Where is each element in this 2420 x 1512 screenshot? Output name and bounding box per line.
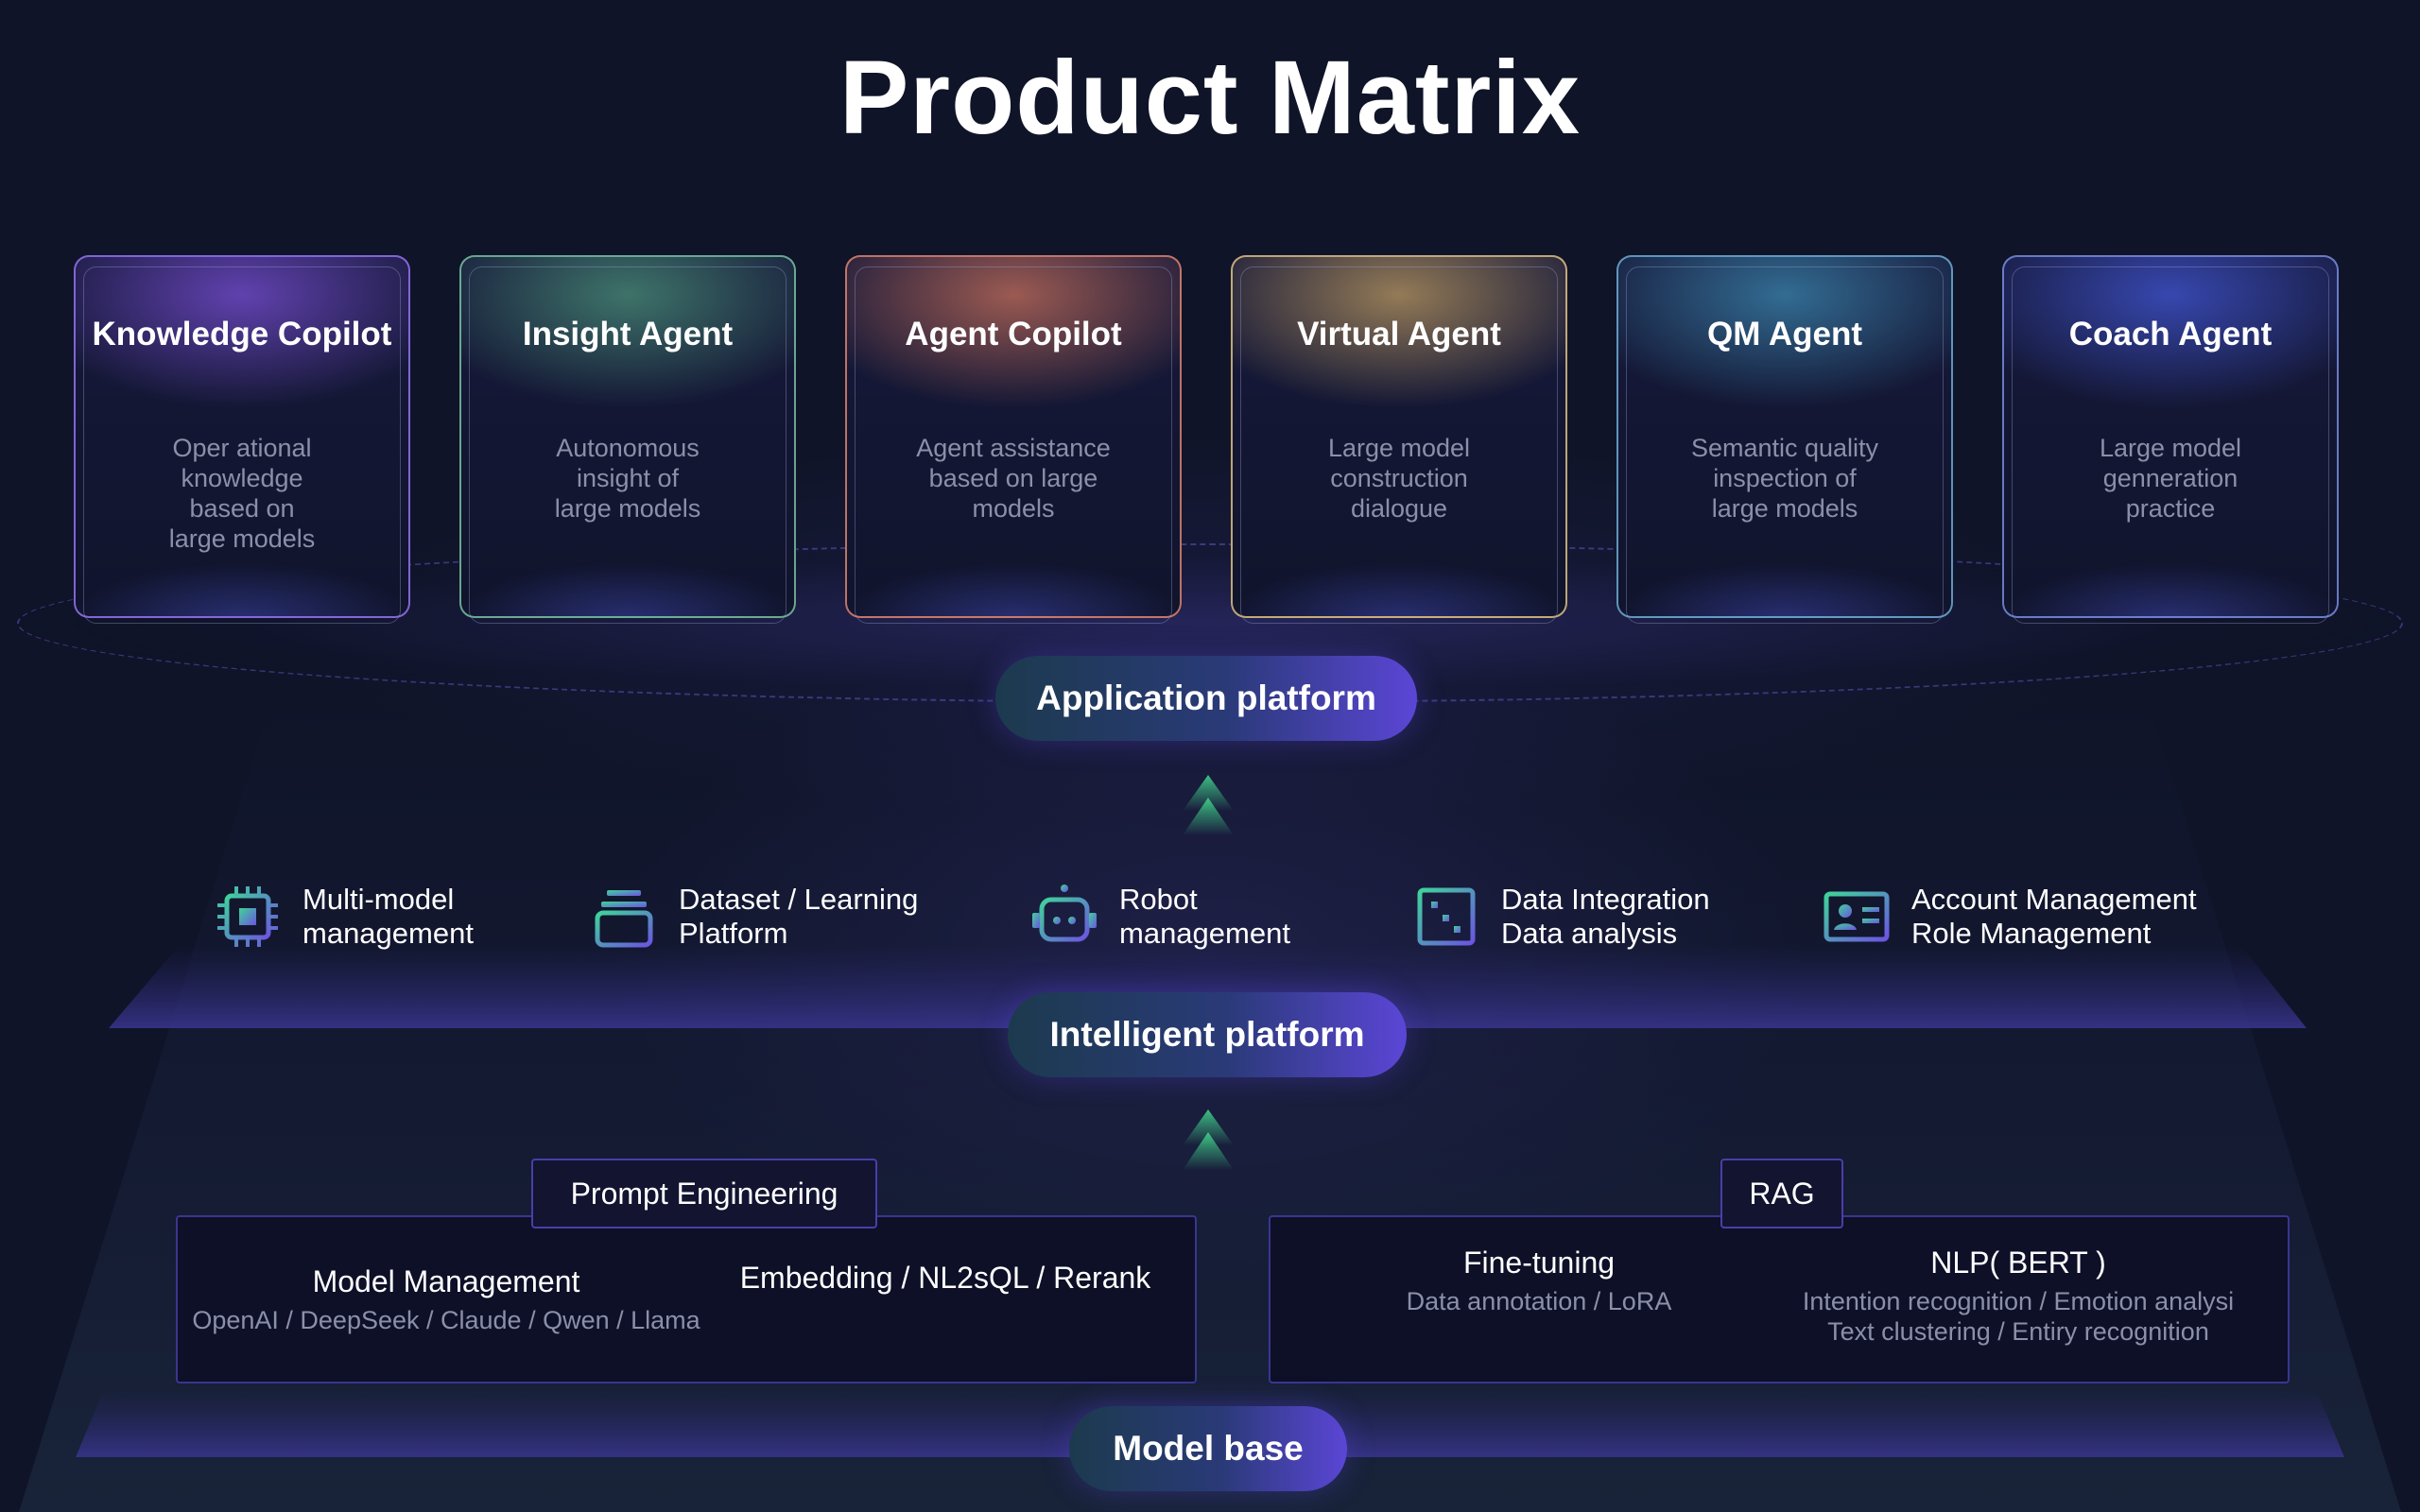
feature-text: Multi-model management (302, 883, 474, 951)
card-description: Oper ational knowledge based on large mo… (113, 433, 371, 554)
card-title: Knowledge Copilot (92, 316, 392, 352)
card-desc-line: large models (554, 494, 701, 523)
card-desc-line: inspection of (1713, 464, 1857, 492)
card-inner-frame (2012, 266, 2329, 624)
card-desc-line: genneration (2102, 464, 2238, 492)
card-desc-line: knowledge (181, 464, 303, 492)
card-title: Virtual Agent (1297, 316, 1501, 352)
card-qm-agent[interactable]: QM Agent Semantic quality inspection of … (1616, 255, 1953, 624)
feature-multi-model[interactable]: Multi-model management (214, 874, 474, 959)
card-title: QM Agent (1707, 316, 1862, 352)
model-management-box (176, 1215, 1197, 1383)
feature-line: Robot (1119, 883, 1198, 916)
robot-icon (1032, 885, 1097, 942)
application-platform-label[interactable]: Application platform (995, 656, 1417, 741)
chip-icon (217, 886, 278, 947)
fine-tuning-detail: Data annotation / LoRA (1406, 1287, 1672, 1315)
intelligent-platform-label[interactable]: Intelligent platform (1008, 992, 1407, 1077)
feature-line: Data analysis (1501, 917, 1678, 950)
feature-line: Data Integration (1501, 883, 1710, 916)
nlp-detail-1: Intention recognition / Emotion analysi (1802, 1287, 2235, 1315)
arrow-up-icon (1183, 775, 1234, 835)
card-desc-line: models (972, 494, 1055, 523)
stack-icon (595, 890, 653, 948)
card-desc-line: construction (1330, 464, 1468, 492)
feature-line: management (1119, 917, 1290, 950)
card-desc-line: Autonomous (556, 434, 700, 462)
card-description: Agent assistance based on large models (885, 433, 1142, 524)
feature-line: Role Management (1911, 917, 2152, 950)
card-desc-line: Agent assistance (916, 434, 1111, 462)
card-insight-agent[interactable]: Insight Agent Autonomous insight of larg… (459, 255, 796, 624)
card-title: Insight Agent (522, 316, 734, 352)
model-list: OpenAI / DeepSeek / Claude / Qwen / Llam… (192, 1306, 700, 1334)
card-desc-line: insight of (576, 464, 680, 492)
feature-account-management[interactable]: Account Management Role Management (1823, 874, 2197, 959)
feature-line: Platform (679, 917, 788, 950)
card-desc-line: Oper ational (172, 434, 312, 462)
card-desc-line: large models (168, 524, 316, 553)
card-desc-line: Large model (2099, 434, 2242, 462)
feature-text: Robot management (1119, 883, 1290, 951)
card-desc-line: practice (2125, 494, 2216, 523)
rag-box (1269, 1215, 2290, 1383)
feature-text: Dataset / Learning Platform (679, 883, 918, 951)
card-title: Coach Agent (2068, 316, 2273, 352)
fine-tuning-title: Fine-tuning (1462, 1246, 1616, 1280)
id-card-icon (1824, 891, 1890, 942)
card-inner-frame (855, 266, 1172, 624)
card-inner-frame (469, 266, 786, 624)
card-inner-frame (1240, 266, 1558, 624)
nlp-title: NLP( BERT ) (1930, 1246, 2106, 1280)
embedding-title: Embedding / NL2sQL / Rerank (739, 1261, 1151, 1295)
page-title: Product Matrix (838, 40, 1582, 156)
arrow-up-icon (1183, 1109, 1234, 1170)
card-desc-line: large models (1711, 494, 1858, 523)
card-inner-frame (1626, 266, 1944, 624)
feature-line: management (302, 917, 474, 950)
card-desc-line: Semantic quality (1690, 434, 1879, 462)
card-desc-line: Large model (1327, 434, 1471, 462)
card-desc-line: based on (189, 494, 295, 523)
card-coach-agent[interactable]: Coach Agent Large model genneration prac… (2002, 255, 2339, 624)
nlp-detail-2: Text clustering / Entiry recognition (1827, 1317, 2209, 1346)
card-agent-copilot[interactable]: Agent Copilot Agent assistance based on … (845, 255, 1182, 624)
card-desc-line: dialogue (1350, 494, 1448, 523)
intelligent-layer-band (109, 945, 2307, 1028)
card-title: Agent Copilot (905, 316, 1122, 352)
model-management-title: Model Management (312, 1264, 580, 1298)
card-desc-line: based on large (928, 464, 1098, 492)
card-inner-frame (83, 266, 401, 624)
card-description: Large model genneration practice (2042, 433, 2299, 524)
feature-line: Dataset / Learning (679, 883, 919, 916)
feature-line: Multi-model (302, 883, 455, 916)
feature-text: Account Management Role Management (1911, 883, 2197, 951)
feature-line: Account Management (1911, 883, 2197, 916)
feature-dataset-learning[interactable]: Dataset / Learning Platform (590, 874, 918, 959)
data-icon (1417, 887, 1476, 946)
rag-tag[interactable]: RAG (1720, 1159, 1843, 1228)
card-knowledge-copilot[interactable]: Knowledge Copilot Oper ational knowledge… (74, 255, 410, 624)
model-base-label[interactable]: Model base (1069, 1406, 1347, 1491)
feature-robot-management[interactable]: Robot management (1030, 874, 1290, 959)
prompt-engineering-tag[interactable]: Prompt Engineering (531, 1159, 877, 1228)
card-description: Autonomous insight of large models (499, 433, 756, 524)
card-description: Large model construction dialogue (1270, 433, 1528, 524)
feature-text: Data Integration Data analysis (1501, 883, 1710, 951)
card-virtual-agent[interactable]: Virtual Agent Large model construction d… (1231, 255, 1567, 624)
card-description: Semantic quality inspection of large mod… (1656, 433, 1913, 524)
feature-data-integration[interactable]: Data Integration Data analysis (1412, 874, 1710, 959)
